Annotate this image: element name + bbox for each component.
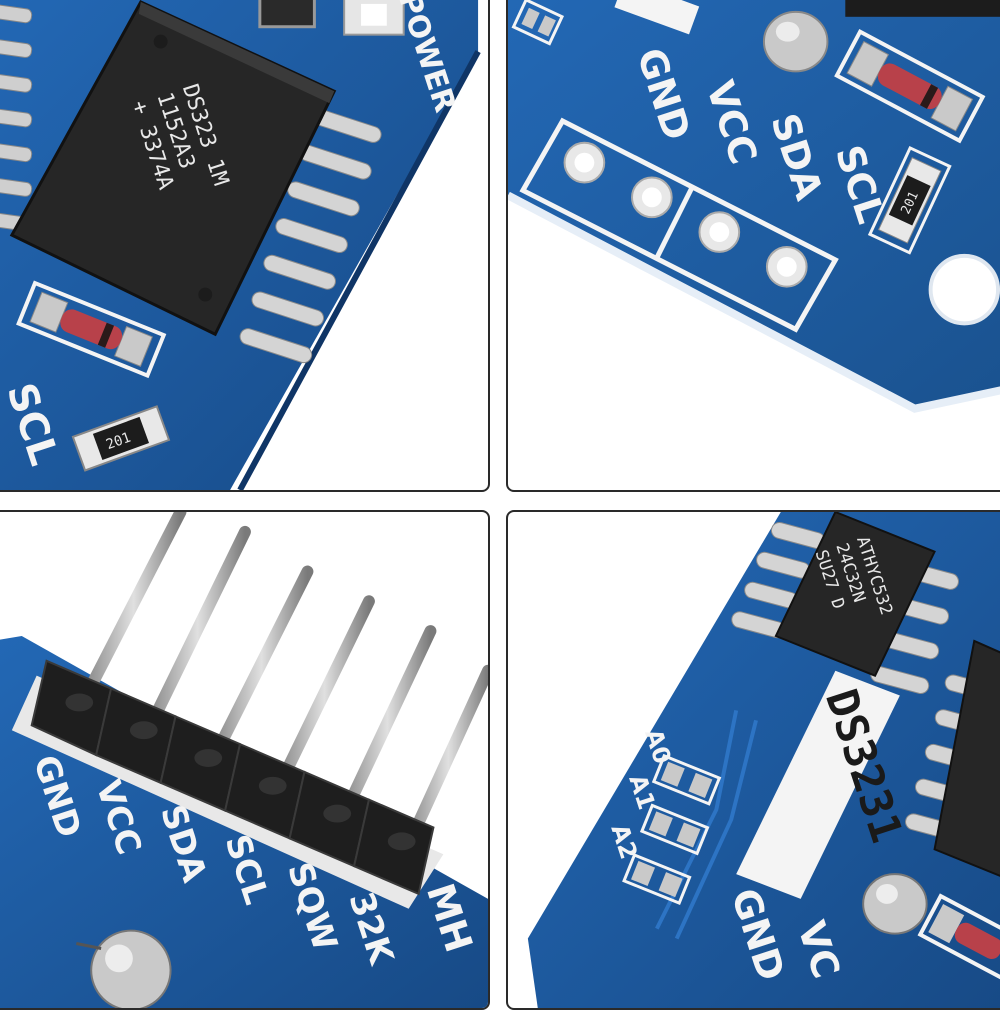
eeprom-photo: ATHYC532 24C32N SU27 D DS3231 [527, 512, 1000, 1008]
diode [16, 280, 167, 379]
chip-left-pins [0, 3, 33, 232]
pin-header-photo: GND VCC SDA SCL SQW 32K MH [0, 512, 488, 1008]
solder-joint [90, 929, 172, 1008]
mounting-hole [928, 253, 1000, 326]
i2c-pads-photo: 201 GND VCC SDA SCL [508, 0, 1000, 413]
solder-joint [862, 873, 928, 935]
header-outline [519, 117, 839, 333]
header-housing [30, 659, 435, 896]
diode [834, 29, 986, 144]
eeprom-chip [774, 512, 936, 677]
panel-eeprom-label: ATHYC532 24C32N SU27 D DS3231 [506, 510, 1000, 1010]
eeprom-pins [731, 522, 959, 695]
module-label-plate [736, 670, 900, 899]
address-jumpers [622, 753, 722, 906]
panel-chip-closeup: DS323 1M 1152A3 + 3374A POWER [0, 0, 490, 492]
pcb-board [508, 0, 1000, 409]
chip-closeup-photo: DS323 1M 1152A3 + 3374A POWER [0, 0, 481, 490]
panel-i2c-pads: 201 GND VCC SDA SCL [506, 0, 1000, 492]
resistor: 201 [867, 145, 952, 255]
header-pads [563, 141, 808, 288]
header-pins [80, 512, 488, 851]
resistor: 201 [71, 405, 171, 472]
chip-right-pins [239, 107, 382, 364]
top-smd-components [258, 0, 405, 36]
solder-joint [762, 10, 829, 73]
panel-pin-header: GND VCC SDA SCL SQW 32K MH [0, 510, 490, 1010]
